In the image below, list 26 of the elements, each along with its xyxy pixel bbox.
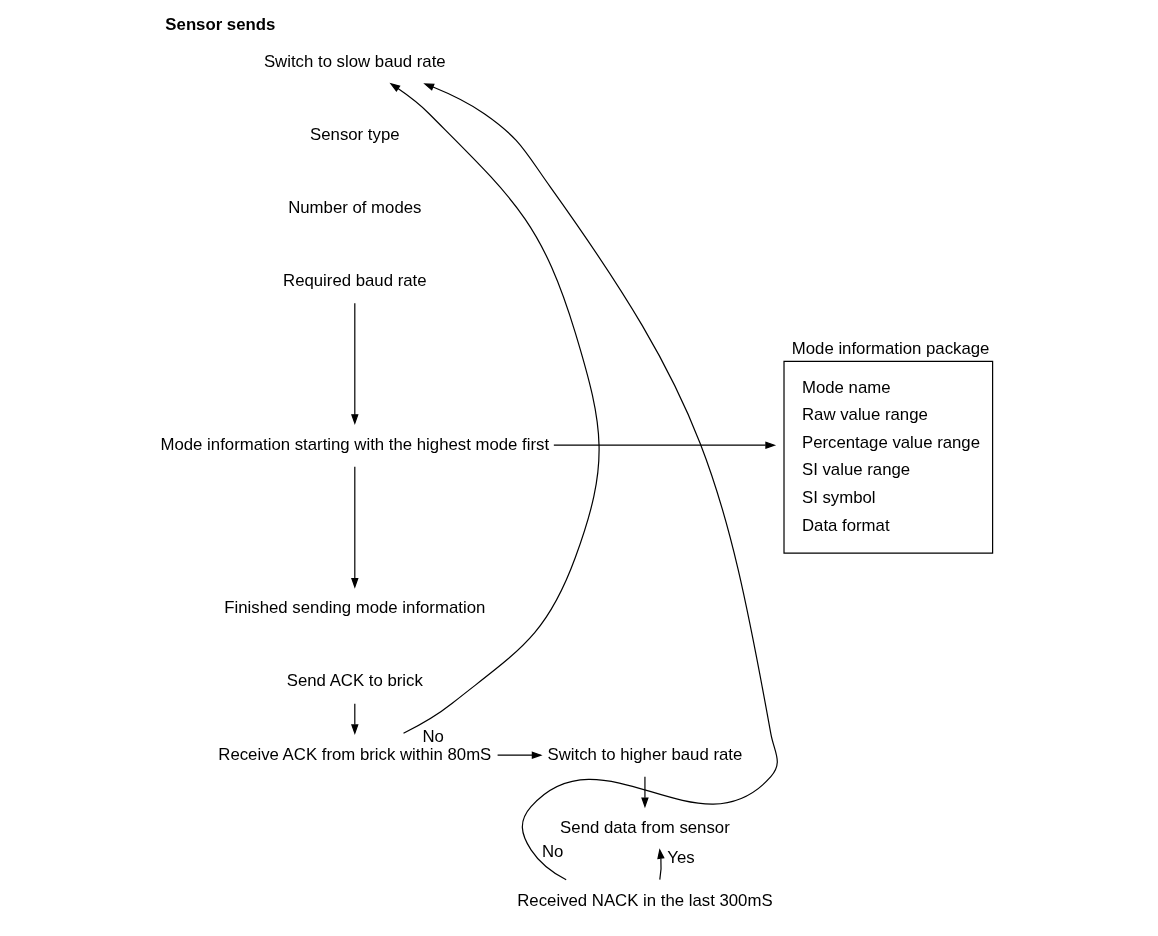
arrow — [641, 776, 649, 809]
arrow — [657, 848, 665, 881]
node-text: Mode information starting with the highest mode first — [160, 434, 550, 454]
node-text: Send ACK to brick — [286, 671, 423, 691]
node-text: Received NACK in the last 300mS — [517, 890, 773, 910]
arrow — [423, 83, 778, 881]
node-text: Number of modes — [288, 197, 422, 217]
node-box: Mode name Raw value range Percentage value range SI value range SI symbol Data format — [783, 360, 994, 554]
node-text: Switch to slow baud rate — [263, 51, 446, 71]
diagram-title: Sensor sends — [165, 15, 276, 35]
node-text: Send data from sensor — [560, 817, 730, 837]
node-text: Finished sending mode information — [224, 598, 486, 618]
arrow — [553, 441, 777, 449]
arrow — [497, 751, 543, 759]
arrow — [389, 82, 600, 734]
arrow — [351, 466, 359, 589]
node-text: Required baud rate — [283, 271, 427, 291]
edge-label: Yes — [667, 847, 695, 867]
node-text: Switch to higher baud rate — [547, 744, 743, 764]
edge-label: No — [422, 727, 444, 747]
edge-label: No — [542, 842, 564, 862]
arrow — [351, 703, 359, 736]
node-label: Mode information package — [791, 339, 990, 359]
arrow — [351, 302, 359, 426]
node-text: Sensor type — [310, 124, 400, 144]
node-text: Receive ACK from brick within 80mS — [218, 744, 492, 764]
